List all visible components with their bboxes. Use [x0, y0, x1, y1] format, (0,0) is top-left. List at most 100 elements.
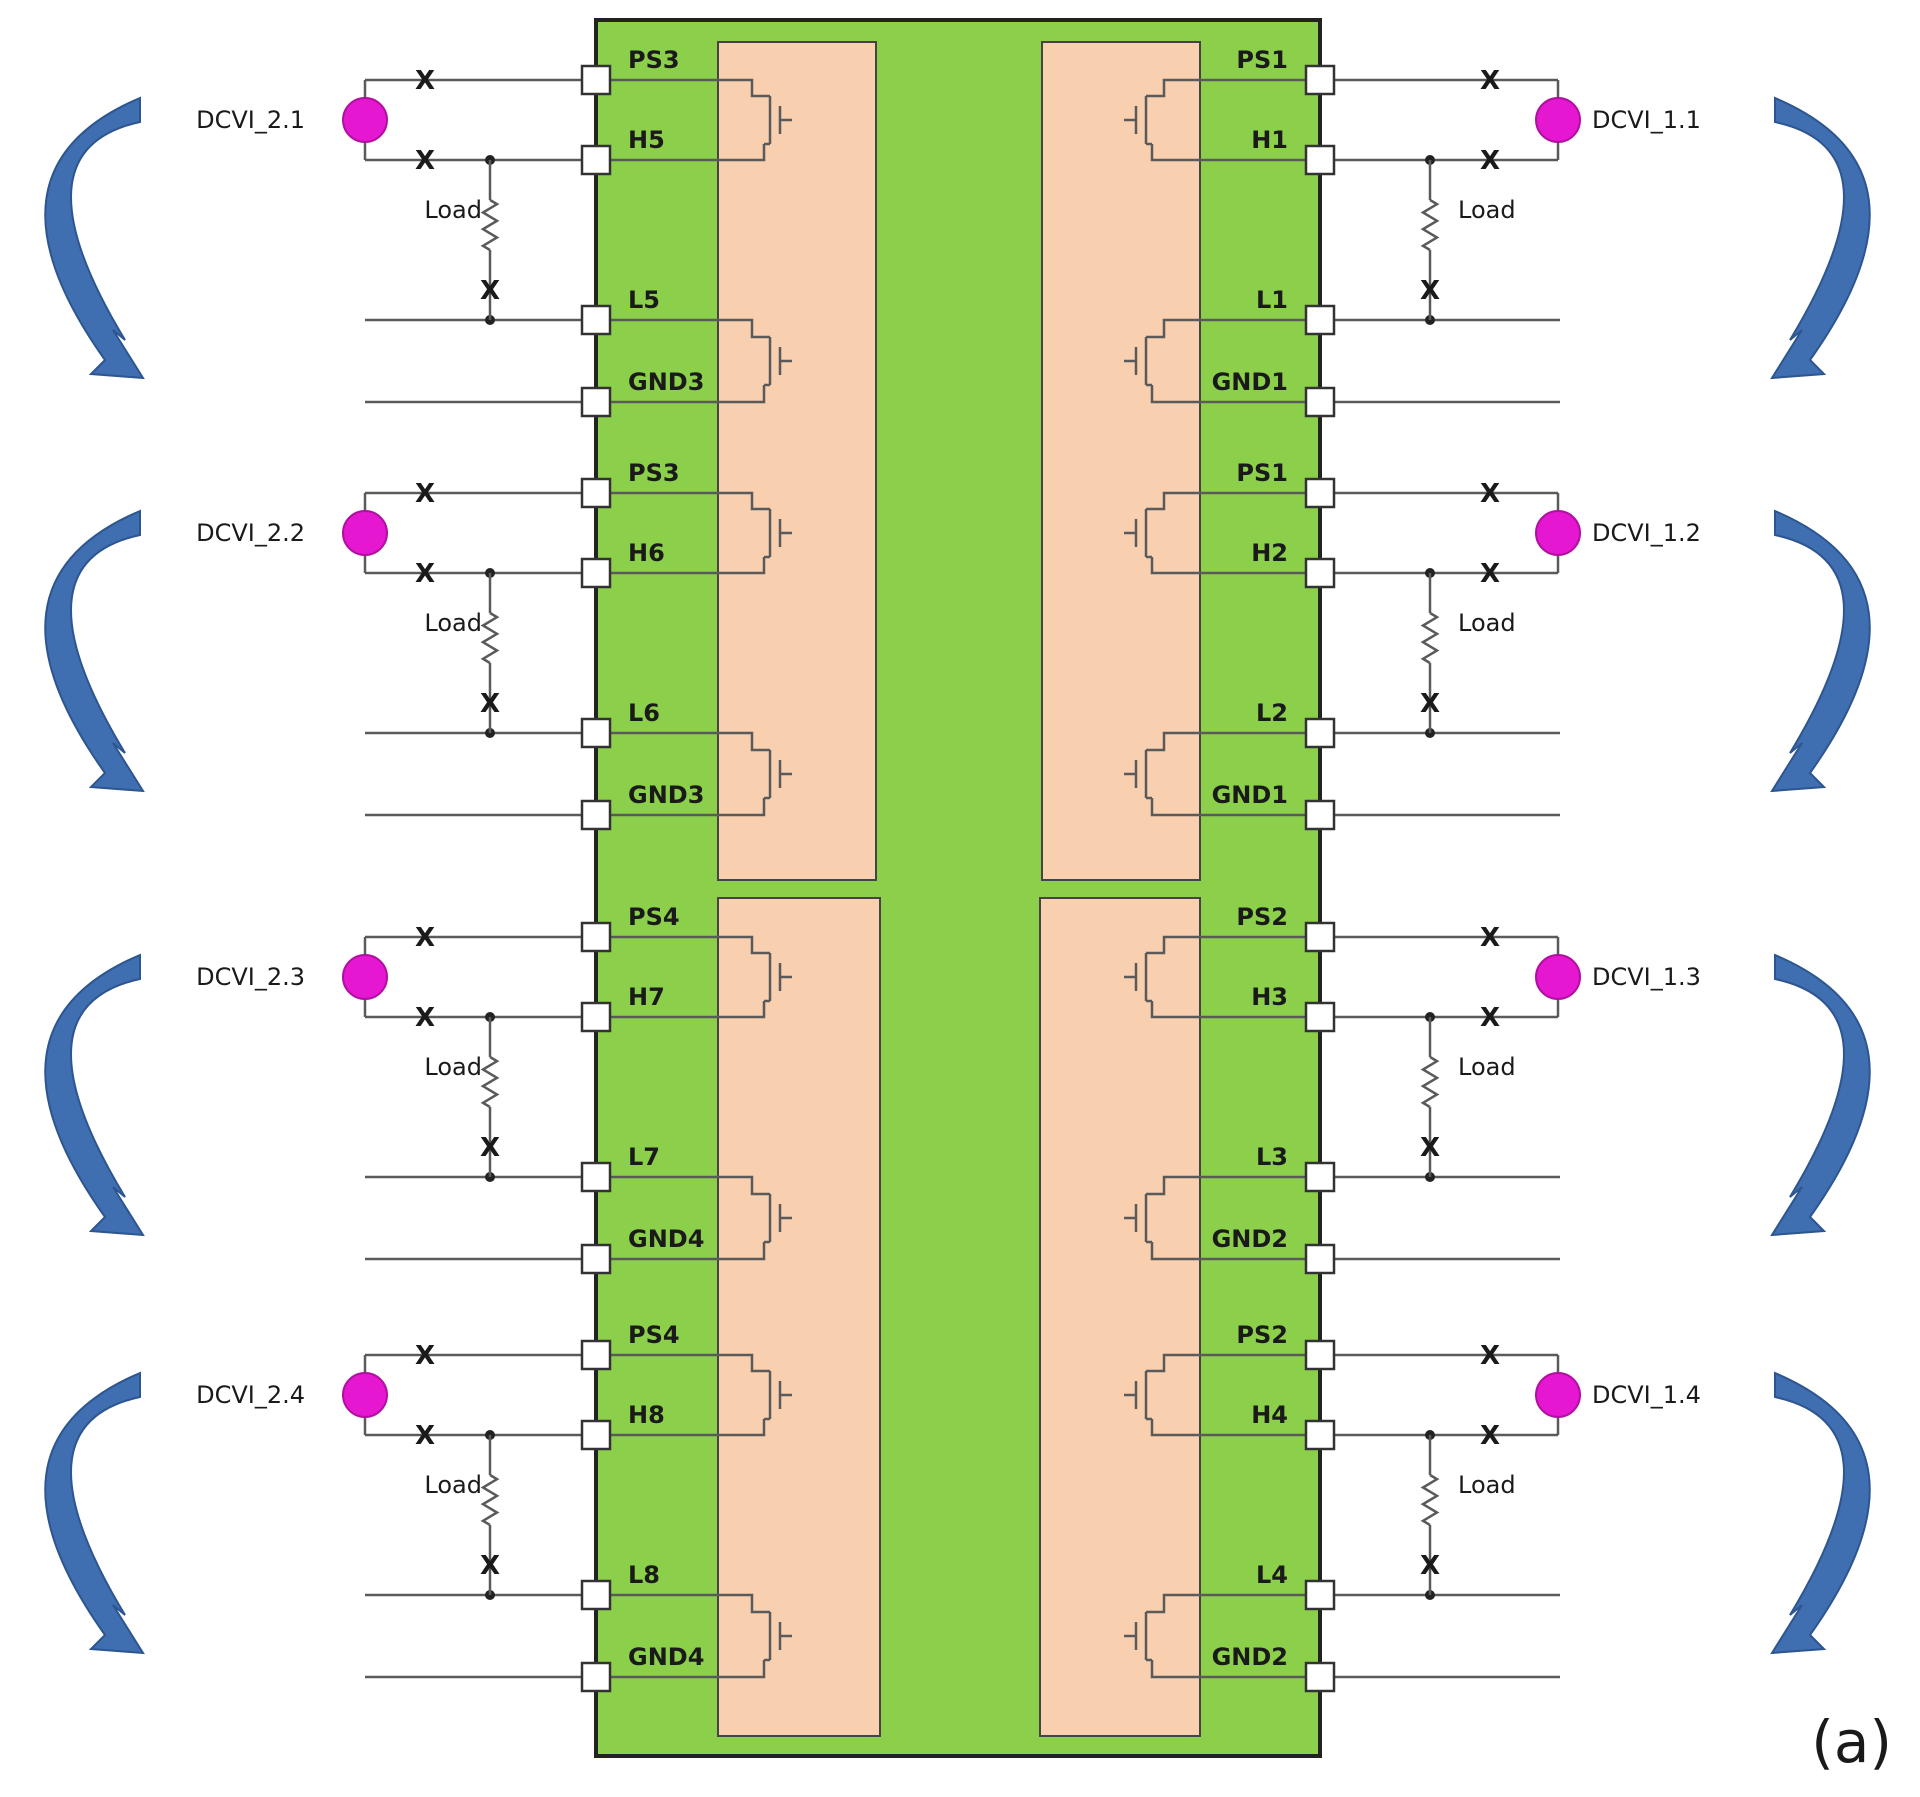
pin-pad-l5	[580, 304, 612, 336]
pin-pad-ps3	[580, 477, 612, 509]
mosfet-symbol	[1124, 318, 1206, 404]
pin-label-l: L1	[1256, 286, 1288, 314]
switch-x-mark: X	[1420, 689, 1440, 719]
switch-x-mark: X	[415, 146, 435, 176]
mosfet-stroke	[710, 1660, 766, 1679]
mosfet-stroke	[710, 935, 770, 955]
mosfet-symbol	[710, 78, 792, 162]
mosfet-stroke	[710, 385, 766, 404]
switch-x-mark: X	[1480, 479, 1500, 509]
pin-pad-ps2	[1304, 1339, 1336, 1371]
switch-x-mark: X	[415, 923, 435, 953]
pin-pad-ps3	[580, 64, 612, 96]
mosfet-stroke	[1150, 557, 1206, 575]
mosfet-stroke	[1146, 1593, 1206, 1614]
pin-label-ps: PS3	[628, 459, 680, 487]
load-resistor	[480, 1473, 500, 1527]
mosfet-stroke	[1150, 798, 1206, 817]
pin-pad-ps4	[580, 1339, 612, 1371]
load-resistor	[480, 611, 500, 665]
switch-x-mark: X	[1480, 1003, 1500, 1033]
pin-label-gnd: GND1	[1212, 368, 1288, 396]
pin-pad-h1	[1304, 144, 1336, 176]
pin-pad-h8	[580, 1419, 612, 1451]
load-label: Load	[424, 609, 482, 637]
mosfet-symbol	[710, 491, 792, 575]
pin-pad-h5	[580, 144, 612, 176]
switch-x-mark: X	[415, 1421, 435, 1451]
pin-pad-gnd2	[1304, 1243, 1336, 1275]
mosfet-symbol	[710, 1353, 792, 1437]
pin-label-ps: PS2	[1236, 1321, 1288, 1349]
pin-pad-gnd1	[1304, 386, 1336, 418]
curved-arrow-left	[44, 509, 145, 793]
dcvi-label: DCVI_1.4	[1592, 1381, 1701, 1409]
load-label: Load	[424, 1471, 482, 1499]
fet-region-bottom-right	[1039, 897, 1201, 1737]
switch-x-mark: X	[415, 559, 435, 589]
pin-pad-gnd4	[580, 1243, 612, 1275]
curved-arrow-right	[1770, 953, 1871, 1237]
fet-region-top-left	[717, 41, 877, 881]
switch-x-mark: X	[480, 689, 500, 719]
dcvi-source-dot	[342, 1372, 388, 1418]
pin-label-h: H8	[628, 1401, 665, 1429]
pin-pad-l2	[1304, 717, 1336, 749]
load-resistor	[1420, 1473, 1440, 1527]
load-label: Load	[1458, 1471, 1516, 1499]
mosfet-stroke	[710, 1419, 766, 1437]
pin-pad-h4	[1304, 1419, 1336, 1451]
dcvi-source-dot	[1535, 97, 1581, 143]
mosfet-stroke	[710, 798, 766, 817]
pin-pad-ps1	[1304, 477, 1336, 509]
pin-pad-l3	[1304, 1161, 1336, 1193]
pin-pad-gnd3	[580, 386, 612, 418]
pin-pad-l4	[1304, 1579, 1336, 1611]
pin-label-l: L5	[628, 286, 660, 314]
pin-label-h: H5	[628, 126, 665, 154]
dcvi-source-dot	[342, 510, 388, 556]
curved-arrow-left	[44, 1371, 145, 1655]
mosfet-stroke	[710, 1175, 770, 1196]
dcvi-label: DCVI_2.4	[196, 1381, 305, 1409]
load-label: Load	[424, 1053, 482, 1081]
mosfet-symbol	[1124, 1593, 1206, 1679]
mosfet-stroke	[1146, 935, 1206, 955]
pin-label-h: H4	[1251, 1401, 1288, 1429]
curved-arrow-left	[44, 96, 145, 380]
mosfet-symbol	[710, 935, 792, 1019]
mosfet-stroke	[1150, 1242, 1206, 1261]
mosfet-stroke	[710, 1001, 766, 1019]
switch-x-mark: X	[480, 1551, 500, 1581]
pin-label-l: L2	[1256, 699, 1288, 727]
mosfet-stroke	[710, 491, 770, 511]
mosfet-stroke	[1150, 1001, 1206, 1019]
mosfet-stroke	[1150, 1419, 1206, 1437]
curved-arrow-left	[44, 953, 145, 1237]
dcvi-label: DCVI_2.3	[196, 963, 305, 991]
switch-x-mark: X	[1480, 1421, 1500, 1451]
pin-label-gnd: GND3	[628, 368, 704, 396]
mosfet-stroke	[1150, 385, 1206, 404]
mosfet-stroke	[1146, 491, 1206, 511]
load-label: Load	[1458, 1053, 1516, 1081]
pin-pad-l7	[580, 1161, 612, 1193]
switch-x-mark: X	[1420, 276, 1440, 306]
load-resistor	[1420, 1055, 1440, 1109]
pin-label-h: H1	[1251, 126, 1288, 154]
mosfet-stroke	[710, 557, 766, 575]
pin-label-h: H2	[1251, 539, 1288, 567]
pin-label-h: H7	[628, 983, 665, 1011]
mosfet-symbol	[710, 318, 792, 404]
pin-label-ps: PS3	[628, 46, 680, 74]
switch-x-mark: X	[415, 479, 435, 509]
pin-label-gnd: GND4	[628, 1643, 704, 1671]
mosfet-symbol	[1124, 1175, 1206, 1261]
mosfet-symbol	[1124, 491, 1206, 575]
pin-label-gnd: GND2	[1212, 1643, 1288, 1671]
pin-pad-h6	[580, 557, 612, 589]
pin-pad-ps1	[1304, 64, 1336, 96]
mosfet-stroke	[710, 1353, 770, 1373]
switch-x-mark: X	[415, 1341, 435, 1371]
mosfet-stroke	[1146, 318, 1206, 339]
